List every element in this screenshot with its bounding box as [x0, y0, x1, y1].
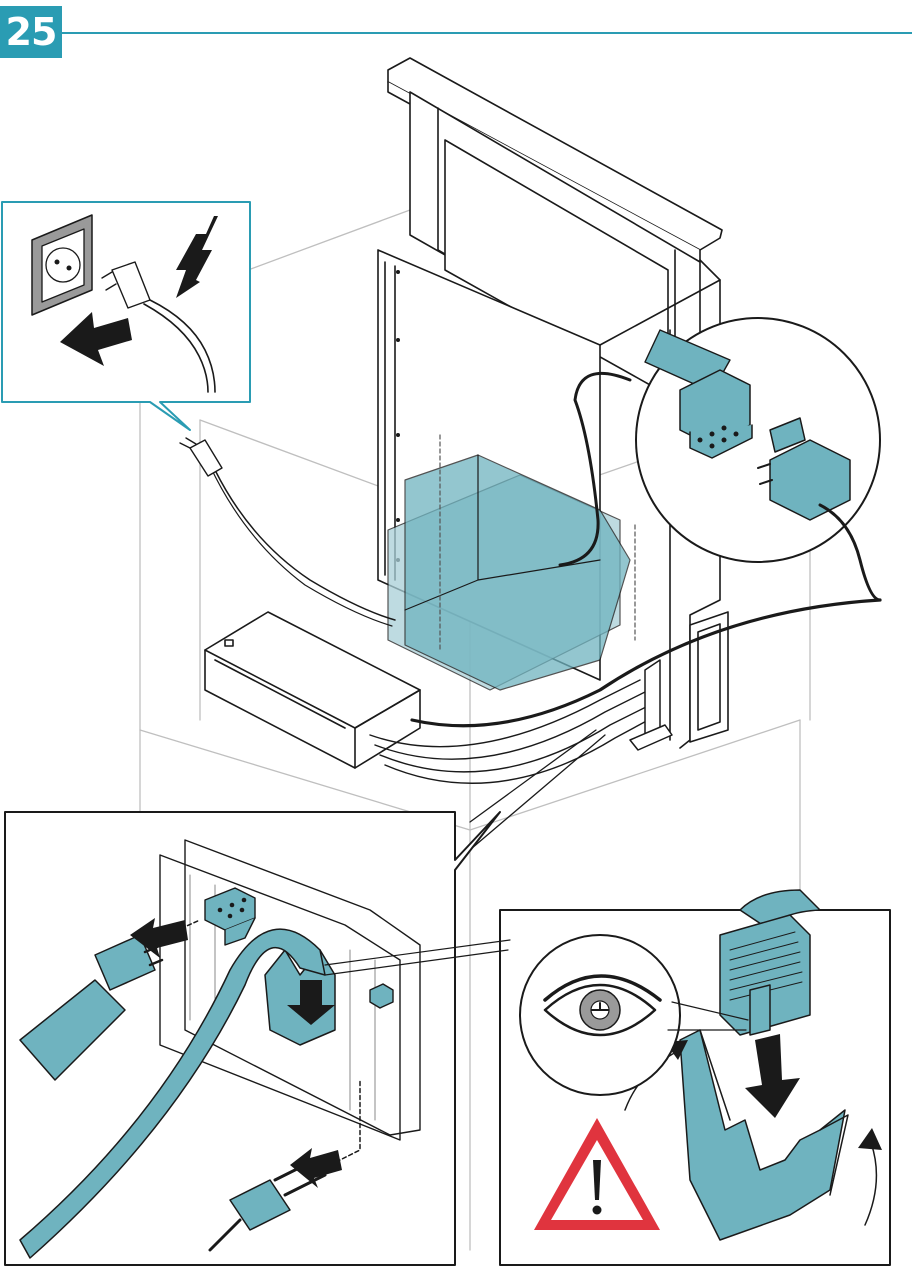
cable-bundle: [369, 679, 653, 784]
terminal-block-large: [204, 887, 256, 946]
plug-icon: [101, 261, 216, 393]
motor-housing: [387, 434, 636, 691]
callout-pointer: [457, 729, 606, 861]
socket-callout: [1, 201, 251, 431]
ribbon-connector: [719, 889, 821, 1036]
power-control-box: [204, 611, 421, 769]
signal-cable: [410, 598, 882, 728]
step-header-rule: [62, 32, 912, 34]
mounting-bracket: [629, 659, 673, 751]
eye-icon: [543, 974, 662, 1037]
terminal-block-small: [369, 983, 394, 1009]
cable-clip: [679, 1029, 849, 1241]
push-arrow-icon: [287, 980, 335, 1025]
eye-callout: [519, 934, 749, 1096]
push-arrow-icon: [290, 1148, 342, 1188]
signal-cable-upper: [558, 371, 632, 567]
push-arrow-icon: [130, 918, 188, 958]
multi-pin-connector-female: [679, 369, 753, 459]
lightning-icon: [176, 216, 218, 298]
connector-zoom-callout: [635, 317, 882, 602]
warning-triangle-icon: [534, 1118, 660, 1230]
plug-icon: [179, 437, 223, 477]
multi-pin-connector-male: [757, 417, 882, 602]
push-arrow-icon: [60, 312, 132, 366]
push-arrow-icon: [745, 1034, 800, 1118]
wall-socket-icon: [31, 214, 93, 316]
connector-panel-callout: [4, 811, 501, 1266]
power-cord: [214, 469, 396, 621]
step-number-badge: 25: [0, 6, 62, 58]
clip-detail-callout: [324, 889, 891, 1266]
